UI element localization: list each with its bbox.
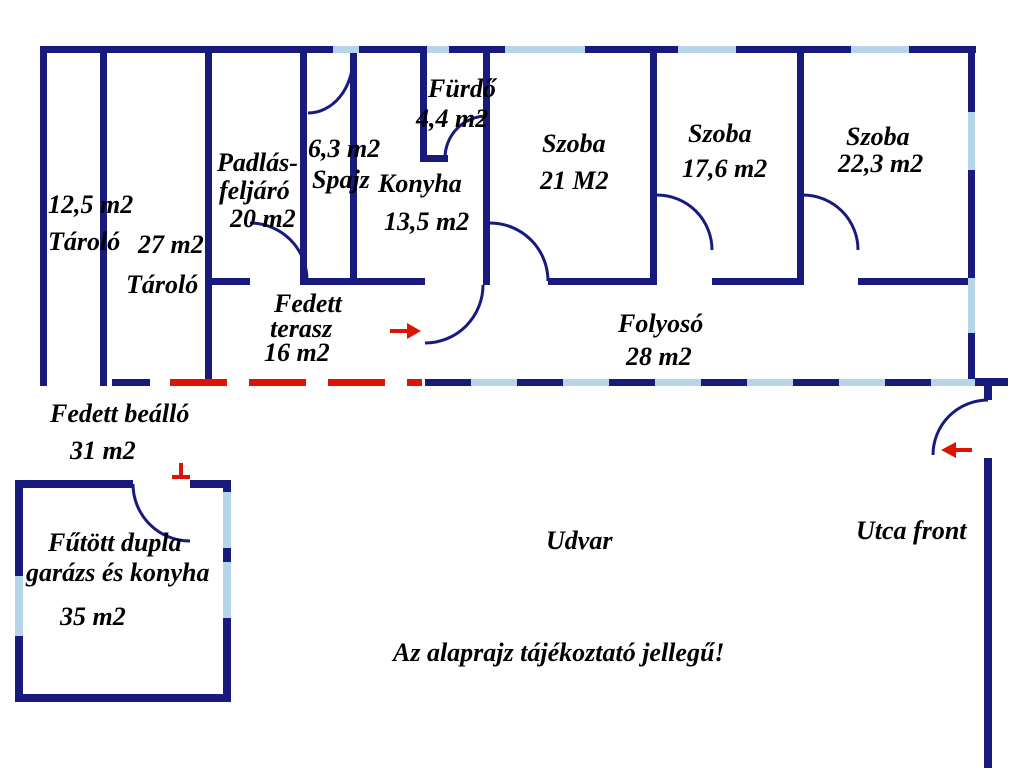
terrace-open-edge bbox=[170, 379, 422, 386]
gate-arrow-icon bbox=[941, 442, 972, 458]
label-disclaimer: Az alaprajz tájékoztató jellegű! bbox=[393, 638, 725, 667]
label-tarolo-small-area: 12,5 m2 bbox=[48, 190, 134, 219]
label-utca-front: Utca front bbox=[856, 516, 967, 545]
konyha-door-arc bbox=[424, 284, 485, 345]
label-szoba2-area: 17,6 m2 bbox=[682, 154, 768, 183]
garage-door-marker-icon bbox=[172, 463, 190, 479]
label-tarolo-small-name: Tároló bbox=[48, 227, 121, 256]
label-spajz-name: Spajz bbox=[312, 165, 370, 194]
label-furdo-area: 4,4 m2 bbox=[416, 104, 489, 133]
label-beallo-area: 31 m2 bbox=[70, 436, 136, 465]
spajz-door-arc bbox=[307, 57, 355, 115]
label-tarolo-large-area: 27 m2 bbox=[138, 230, 204, 259]
label-spajz-area: 6,3 m2 bbox=[308, 134, 381, 163]
garage-door-arc bbox=[131, 483, 191, 543]
label-terasz-name-2: terasz bbox=[270, 314, 333, 343]
label-terasz-name-1: Fedett bbox=[274, 289, 342, 318]
szoba2-door-arc bbox=[656, 193, 714, 251]
label-folyoso-area: 28 m2 bbox=[626, 342, 692, 371]
label-konyha-area: 13,5 m2 bbox=[384, 207, 470, 236]
label-szoba3-area: 22,3 m2 bbox=[838, 149, 924, 178]
label-furdo-name: Fürdő bbox=[428, 74, 496, 103]
label-terasz-area: 16 m2 bbox=[264, 338, 330, 367]
label-szoba1-name: Szoba bbox=[542, 129, 606, 158]
label-szoba3-name: Szoba bbox=[846, 122, 910, 151]
szoba1-door-arc bbox=[489, 221, 550, 282]
label-padlasfeljaro-name-2: feljáró bbox=[219, 176, 290, 205]
label-szoba1-area: 21 M2 bbox=[540, 166, 609, 195]
label-tarolo-large-name: Tároló bbox=[126, 270, 199, 299]
padlas-door-arc bbox=[249, 221, 309, 282]
entrance-arrow-icon bbox=[390, 323, 421, 339]
furdo-door-arc bbox=[443, 114, 488, 159]
garage-walls bbox=[15, 480, 231, 702]
interior-walls bbox=[100, 52, 968, 386]
corridor-window-wall bbox=[425, 379, 975, 386]
label-udvar: Udvar bbox=[546, 526, 613, 555]
label-garazs-name-2: garázs és konyha bbox=[26, 558, 210, 587]
label-konyha-name: Konyha bbox=[378, 169, 462, 198]
exterior-walls bbox=[40, 46, 1008, 386]
street-wall bbox=[984, 386, 992, 768]
label-szoba2-name: Szoba bbox=[688, 119, 752, 148]
label-garazs-name-1: Fűtött dupla bbox=[48, 528, 182, 557]
windows bbox=[15, 46, 975, 636]
label-padlasfeljaro-name-1: Padlás- bbox=[217, 148, 298, 177]
label-garazs-area: 35 m2 bbox=[60, 602, 126, 631]
gate-door-arc bbox=[931, 398, 989, 456]
szoba3-door-arc bbox=[802, 193, 860, 251]
label-beallo-name: Fedett beálló bbox=[50, 399, 190, 428]
label-folyoso-name: Folyosó bbox=[618, 309, 704, 338]
door-arcs bbox=[131, 57, 989, 543]
label-padlasfeljaro-area: 20 m2 bbox=[230, 204, 296, 233]
